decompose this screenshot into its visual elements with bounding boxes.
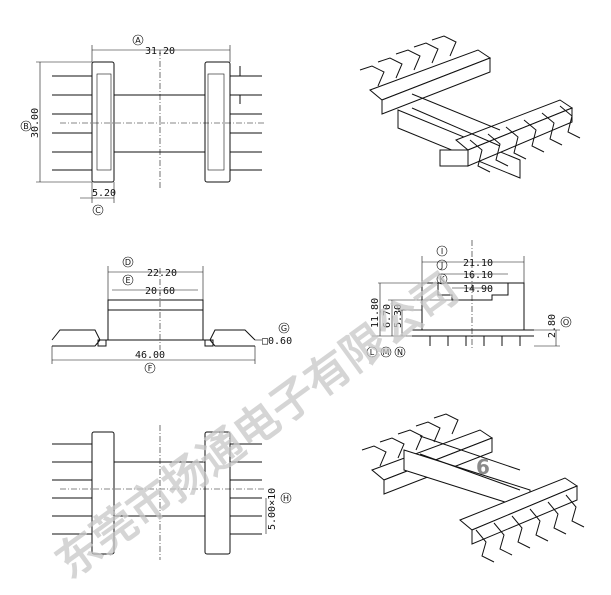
- front-pin-value: □0.60: [262, 336, 292, 347]
- side-view: I 21.10 J 16.10 K 14.90 11.80 6.70 5.30 …: [366, 240, 572, 358]
- front-top-outer-marker: D: [125, 258, 131, 267]
- side-overall-marker: I: [441, 247, 443, 256]
- page-number: 6: [476, 455, 490, 479]
- side-height-marker-2: M: [383, 348, 390, 357]
- top-view: A 31.20 B 30.00 5.20 C: [20, 34, 265, 216]
- side-height-value-2: 6.70: [382, 304, 393, 328]
- bottom-pitch-marker: H: [283, 494, 289, 503]
- top-width-value: 31.20: [145, 46, 175, 57]
- side-height-value-3: 5.30: [393, 304, 404, 328]
- top-height-marker: B: [23, 122, 29, 131]
- bottom-pitch-value: 5.00×10: [267, 488, 278, 530]
- front-total-marker: F: [148, 364, 153, 373]
- side-height-marker-1: L: [370, 348, 375, 357]
- top-width-marker: A: [135, 36, 141, 45]
- side-overall-value: 21.10: [463, 258, 493, 269]
- side-middle-value: 16.10: [463, 270, 493, 281]
- top-height-value: 30.00: [30, 108, 41, 138]
- isometric-view-top: [359, 35, 581, 179]
- top-pitch-value: 5.20: [92, 188, 116, 199]
- side-inner-value: 14.90: [463, 284, 493, 295]
- front-view: D 22.20 E 20.60 46.00 F G □0.60: [51, 256, 292, 374]
- front-top-outer-value: 22.20: [147, 268, 177, 279]
- bottom-view: 5.00×10 H: [52, 425, 292, 560]
- side-height-value-1: 11.80: [370, 298, 381, 328]
- top-pitch-marker: C: [95, 206, 101, 215]
- isometric-view-bottom: 6: [361, 413, 585, 563]
- front-top-inner-marker: E: [125, 276, 130, 285]
- side-pin-height-value: 2.80: [547, 314, 558, 338]
- side-inner-marker: K: [439, 275, 445, 284]
- front-top-inner-value: 20.60: [145, 286, 175, 297]
- front-pin-marker: G: [281, 324, 287, 333]
- side-height-marker-3: N: [397, 348, 403, 357]
- side-pin-height-marker: O: [563, 318, 569, 327]
- side-middle-marker: J: [440, 261, 443, 270]
- front-total-value: 46.00: [135, 350, 165, 361]
